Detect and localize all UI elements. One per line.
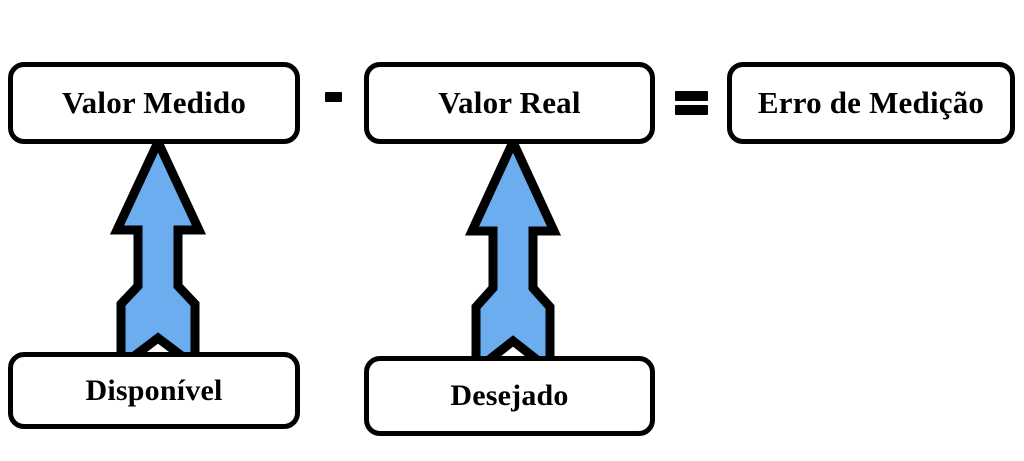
node-box-desired[interactable]: Desejado <box>364 356 655 436</box>
arrow-body <box>464 131 562 380</box>
node-label-desired: Desejado <box>450 379 569 412</box>
minus-operator-icon <box>324 60 354 146</box>
equals-bar-bottom <box>675 105 708 115</box>
node-box-available[interactable]: Disponível <box>8 352 300 429</box>
node-box-real-value[interactable]: Valor Real <box>364 62 655 144</box>
equals-operator-icon <box>672 60 716 146</box>
minus-bar <box>325 92 342 102</box>
node-box-measured-value[interactable]: Valor Medido <box>8 62 300 144</box>
node-label-real-value: Valor Real <box>438 85 581 120</box>
up-arrow-icon-available-to-measured <box>100 131 216 376</box>
arrow-body <box>109 131 207 376</box>
equals-bar-top <box>675 91 708 101</box>
up-arrow-icon-desired-to-real <box>455 131 571 380</box>
node-label-measured-value: Valor Medido <box>61 85 247 120</box>
node-label-measurement-error: Erro de Medição <box>757 85 985 120</box>
node-label-available: Disponível <box>85 373 223 407</box>
node-box-measurement-error[interactable]: Erro de Medição <box>727 62 1015 144</box>
